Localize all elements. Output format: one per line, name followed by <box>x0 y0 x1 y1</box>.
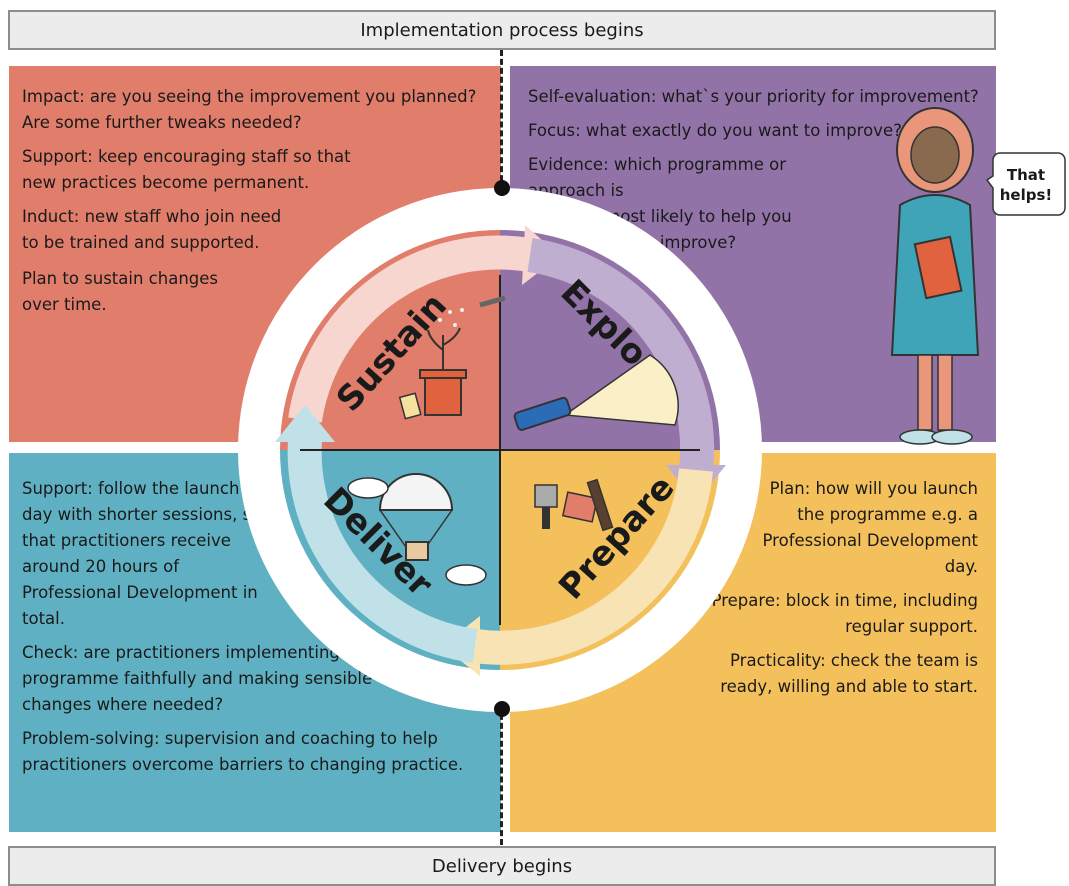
explore-text: Self-evaluation: what`s your priority fo… <box>528 84 988 256</box>
arrow-deliver-to-sustain <box>287 438 478 663</box>
torch-icon <box>513 354 679 431</box>
explore-item-focus: Focus: what exactly do you want to impro… <box>528 121 902 140</box>
explore-item-evidence-line2: most likely to help you <box>604 207 792 226</box>
arrowhead-sustain <box>275 405 335 442</box>
sustain-text: Impact: are you seeing the improvement y… <box>22 84 492 326</box>
explore-item-evidence-line3: improve? <box>659 233 737 252</box>
deliver-item-support: Support: follow the launch day with shor… <box>22 479 262 628</box>
bottom-banner: Delivery begins <box>8 846 996 886</box>
sustain-item-support: Support: keep encouraging staff so that … <box>22 147 351 192</box>
plant-pot-icon <box>398 327 467 420</box>
process-dot-bottom <box>494 701 510 717</box>
watering-spout-icon <box>438 295 506 327</box>
parachute-box-icon <box>347 473 487 586</box>
process-dot-top <box>494 180 510 196</box>
top-banner-label: Implementation process begins <box>360 19 644 41</box>
deliver-item-check: Check: are practitioners implementing th… <box>22 643 373 714</box>
speech-bubble-text: That helps! <box>999 166 1053 204</box>
top-banner: Implementation process begins <box>8 10 996 50</box>
arrow-sustain-to-explore <box>288 235 533 423</box>
divider-line-bottom <box>500 705 503 845</box>
prepare-text: Plan: how will you launch the programme … <box>690 476 978 708</box>
scraper-brush-icon <box>534 478 614 532</box>
deliver-text: Support: follow the launch day with shor… <box>22 476 492 786</box>
deliver-item-problem-solving: Problem-solving: supervision and coachin… <box>22 729 464 774</box>
prepare-item-plan: Plan: how will you launch the programme … <box>762 479 978 576</box>
sustain-item-impact: Impact: are you seeing the improvement y… <box>22 87 477 132</box>
person-illustration <box>890 107 980 445</box>
prepare-item-practicality: Practicality: check the team is ready, w… <box>720 651 978 696</box>
arrow-explore-to-prepare <box>527 238 715 472</box>
sustain-item-plan: Plan to sustain changes over time. <box>22 269 218 314</box>
arrow-prepare-to-deliver <box>472 468 713 665</box>
prepare-item-prepare: Prepare: block in time, including regula… <box>711 591 978 636</box>
explore-item-self-evaluation: Self-evaluation: what`s your priority fo… <box>528 87 979 106</box>
bottom-banner-label: Delivery begins <box>431 855 573 877</box>
divider-line-top <box>500 50 503 190</box>
cycle-diagram: Sustain Explore Deliver Prepare <box>238 188 762 712</box>
sustain-item-induct: Induct: new staff who join need to be tr… <box>22 207 282 252</box>
speech-bubble <box>986 152 1066 216</box>
